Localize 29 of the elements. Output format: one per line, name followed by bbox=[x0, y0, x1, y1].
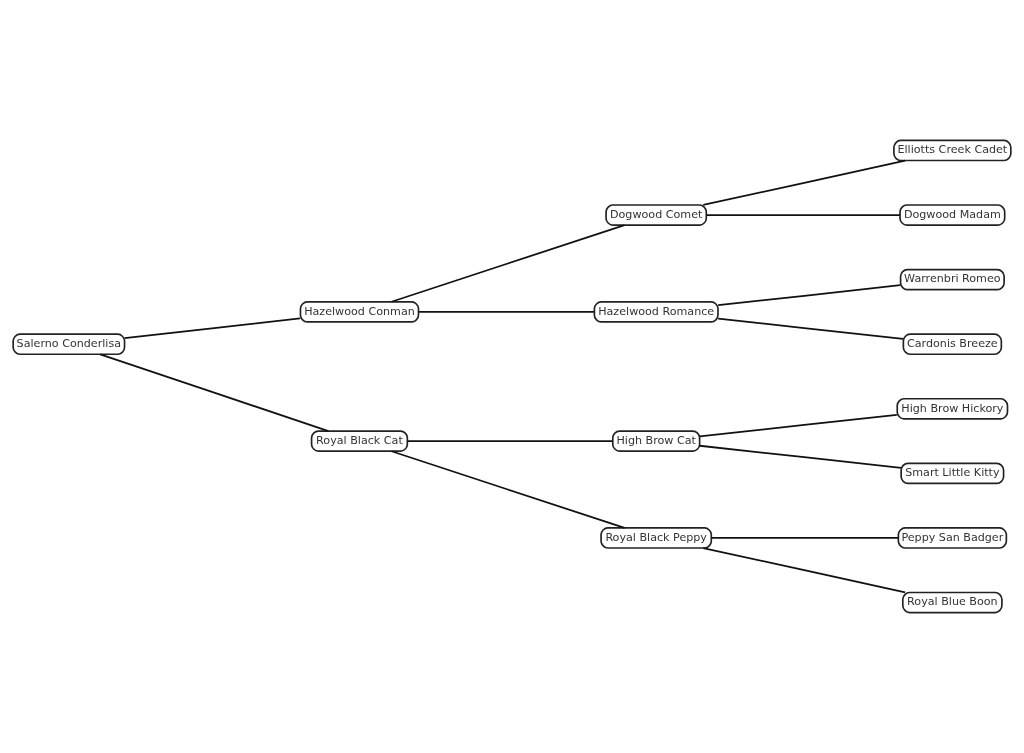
connector bbox=[417, 311, 595, 313]
connector bbox=[406, 440, 614, 442]
node-box: Hazelwood Conman bbox=[299, 301, 420, 323]
node-box: Smart Little Kitty bbox=[900, 462, 1005, 485]
node-box: Warrenbri Romeo bbox=[899, 268, 1005, 291]
node-box: Dogwood Comet bbox=[605, 204, 708, 226]
node-box: Dogwood Madam bbox=[899, 204, 1006, 226]
node-box: Royal Black Peppy bbox=[600, 527, 713, 549]
connector bbox=[698, 444, 902, 469]
node-box: Peppy San Badger bbox=[897, 527, 1008, 549]
node-box: Salerno Conderlisa bbox=[12, 333, 126, 356]
node-box: Royal Blue Boon bbox=[901, 591, 1003, 614]
connector bbox=[390, 224, 626, 303]
node-box: High Brow Cat bbox=[611, 430, 701, 452]
node-box: Royal Black Cat bbox=[310, 430, 409, 452]
connector bbox=[717, 317, 904, 340]
connector bbox=[99, 353, 330, 432]
connector bbox=[710, 537, 900, 539]
connector bbox=[123, 317, 301, 339]
node-box: Hazelwood Romance bbox=[593, 301, 719, 323]
connector bbox=[717, 284, 902, 307]
connector bbox=[705, 214, 901, 216]
node-box: High Brow Hickory bbox=[896, 397, 1009, 420]
connector bbox=[698, 413, 898, 438]
connector bbox=[390, 450, 626, 529]
node-box: Cardonis Breeze bbox=[902, 333, 1003, 356]
connector bbox=[702, 547, 907, 594]
node-box: Elliotts Creek Cadet bbox=[893, 139, 1012, 162]
connector bbox=[702, 159, 907, 206]
